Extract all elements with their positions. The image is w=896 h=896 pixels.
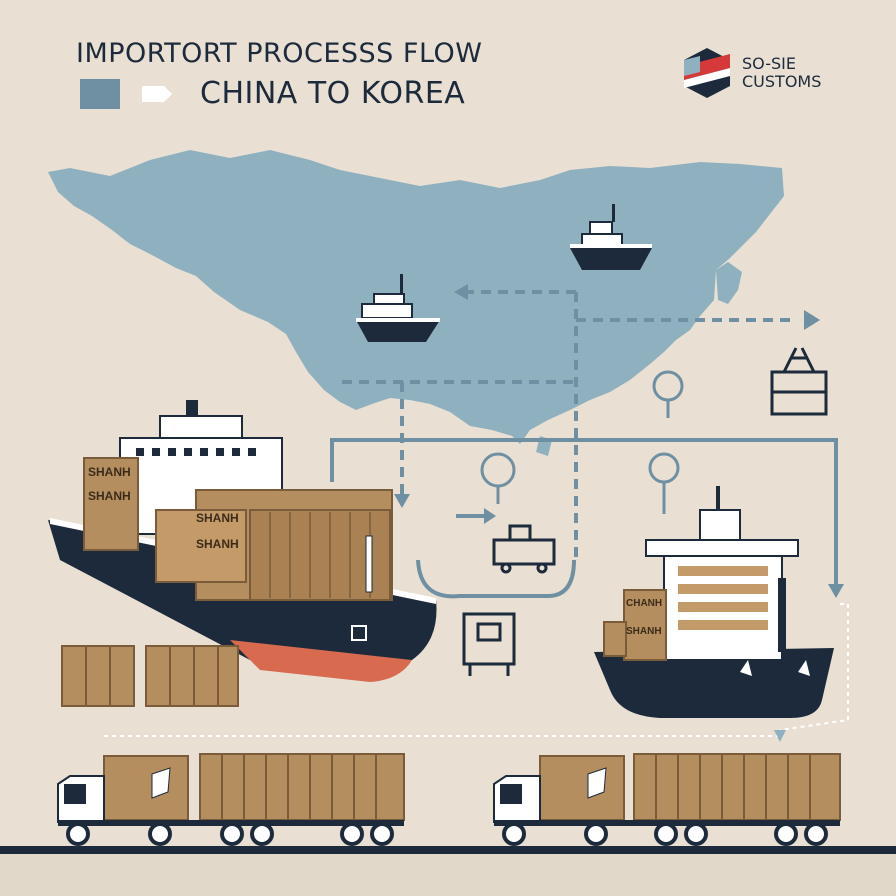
truck-left [57, 753, 405, 846]
page-subtitle: CHINA TO KOREA [200, 76, 466, 111]
container-label-6: SHANH [626, 626, 662, 637]
truck-right [493, 753, 841, 846]
cargo-ship-large-left [48, 400, 437, 682]
logo-line-2: CUSTOMS [742, 72, 822, 91]
truck-icon-small [492, 524, 556, 574]
flow-line-curve [416, 559, 576, 599]
flow-lines [330, 290, 838, 599]
arrow-right [804, 310, 820, 330]
container-label-1: SHANH [88, 465, 131, 479]
flow-line-dotted-right [779, 603, 849, 731]
korean-peninsula [716, 262, 742, 304]
container-label-5: CHANH [626, 598, 662, 609]
logo-text: SO-SIE CUSTOMS [742, 55, 821, 91]
cargo-boxes-left [61, 645, 239, 707]
legend-swatch [80, 78, 120, 109]
cargo-ship-large-right [594, 486, 834, 718]
road [0, 846, 896, 854]
container-label-3: SHANH [196, 511, 239, 525]
location-pin-icon-1 [652, 370, 684, 418]
shield-flag-icon [684, 48, 730, 98]
ground-band [0, 846, 896, 896]
flow-line-solid-loop [330, 438, 838, 588]
subtitle-row: CHINA TO KOREA [80, 76, 465, 111]
page-title: IMPORTORT PROCESSS FLOW [76, 38, 483, 69]
cargo-ship-icon-north [570, 204, 652, 270]
arrow-down-left [394, 494, 410, 508]
cargo-ship-icon-west [356, 274, 440, 342]
arrow-dotted [774, 730, 786, 742]
container-label-2: SHANH [88, 489, 131, 503]
arrow-left [454, 284, 468, 300]
location-pin-icon-3 [648, 452, 680, 514]
arrow-down-right [828, 584, 844, 598]
arrow-short [484, 508, 496, 524]
container-label-4: SHANH [196, 537, 239, 551]
customs-logo: SO-SIE CUSTOMS [680, 46, 821, 100]
location-pin-icon-2 [480, 452, 516, 504]
logo-line-1: SO-SIE [742, 54, 796, 73]
crane-icon [770, 347, 828, 416]
tag-icon [142, 85, 172, 102]
forklift-icon [462, 612, 516, 676]
